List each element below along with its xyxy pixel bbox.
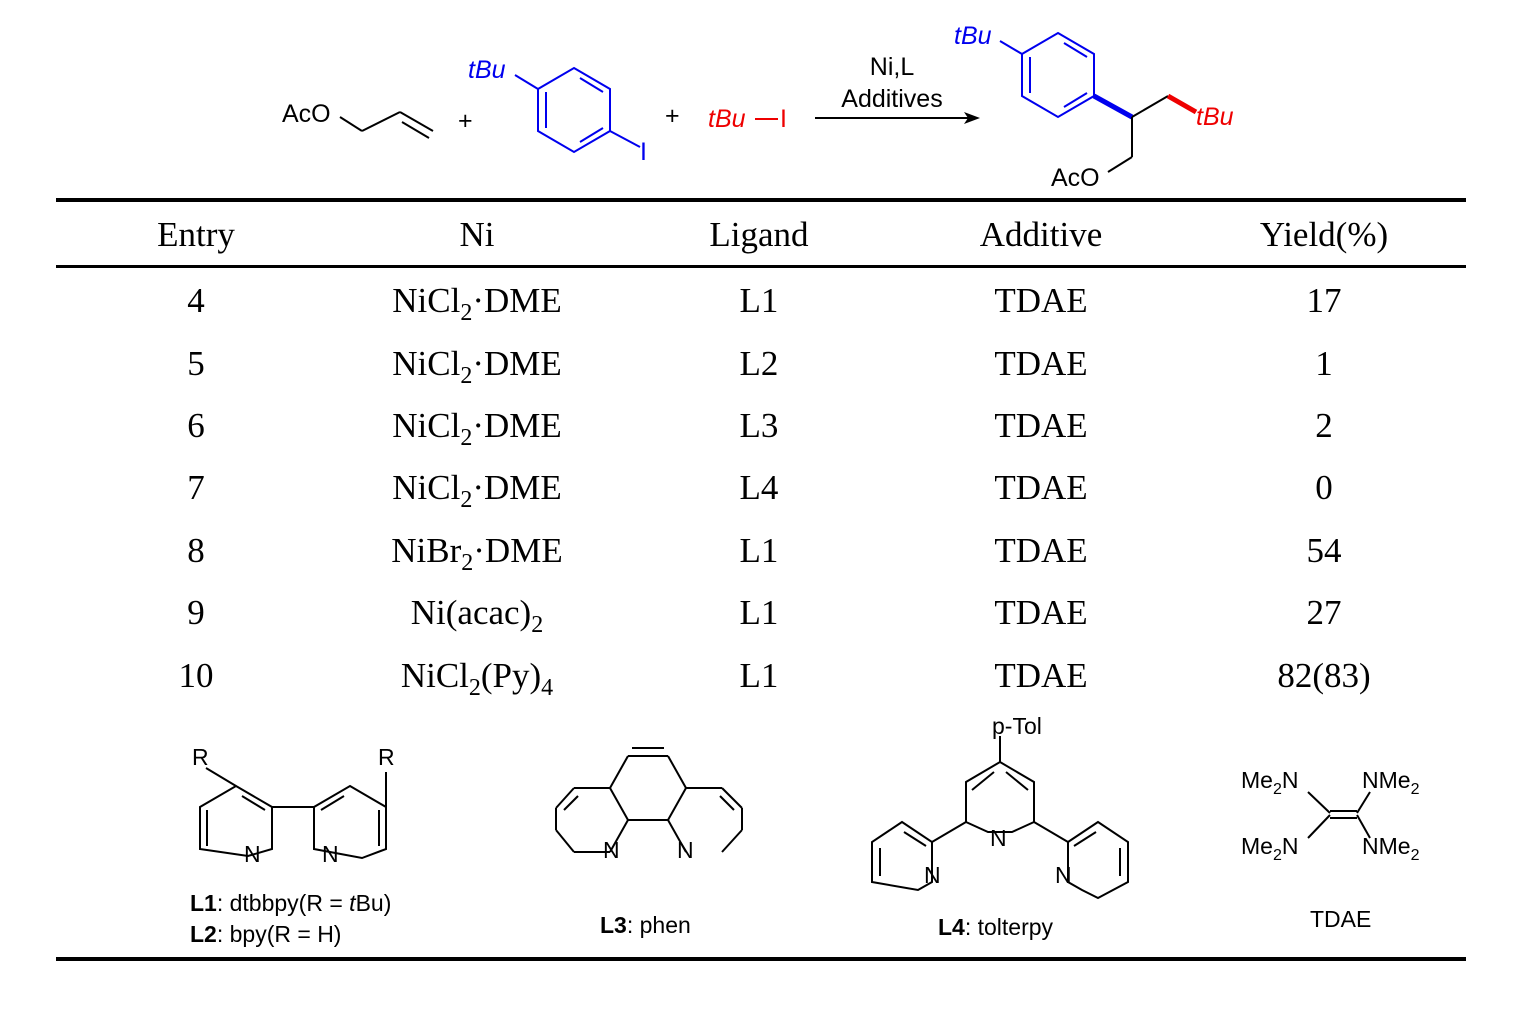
table-row: 6 NiCl2·DME L3 TDAE 2 [56,395,1466,457]
phen-structure [555,747,743,853]
reaction-scheme: AcO + tBu I + tBu I Ni,L Additives [282,22,1234,192]
cell-ni: NiCl2·DME [392,343,562,389]
table-body: 4 NiCl2·DME L1 TDAE 17 5 NiCl2·DME L2 TD… [56,267,1466,707]
terpy-n-mid: N [990,825,1007,851]
cell-entry: 8 [187,530,205,570]
terpy-n-right: N [1055,862,1072,888]
bpy-caption-2: L2: bpy(R = H) [190,921,341,947]
product-aco-label: AcO [1051,164,1100,192]
alkyl-iodine-label: I [780,105,787,133]
cell-ni: NiCl2(Py)4 [400,655,554,701]
cell-additive: TDAE [994,343,1088,383]
plus-sign-2: + [665,102,680,130]
terpy-top-label: p-Tol [992,713,1042,739]
cell-entry: 7 [187,468,205,508]
phen-n-right: N [677,837,694,863]
cell-entry: 4 [187,281,205,321]
cell-ni: NiCl2·DME [392,281,562,327]
table-header-rule [56,265,1466,268]
tdae-bottom-left: Me2N [1241,833,1298,864]
cell-ni: NiBr2·DME [391,530,563,576]
bpy-caption-1: L1: dtbbpy(R = tBu) [190,890,391,916]
cell-yield: 27 [1306,593,1342,633]
cell-additive: TDAE [994,405,1088,445]
bpy-n-right: N [322,841,339,867]
cell-ligand: L1 [739,281,779,321]
cell-yield: 17 [1306,281,1342,321]
tdae-structure [1307,791,1371,839]
phen-n-left: N [603,837,620,863]
terpy-n-left: N [924,862,941,888]
allyl-chain [339,111,434,139]
bpy-structure [199,767,387,860]
product-alkyl-bond [1166,93,1198,115]
cell-additive: TDAE [994,530,1088,570]
cell-yield: 82(83) [1277,655,1371,695]
bpy-n-left: N [244,841,261,867]
cell-ni: Ni(acac)2 [410,593,544,639]
cell-ni: NiCl2·DME [392,468,562,514]
product-backbone [1107,95,1169,173]
table-row: 5 NiCl2·DME L2 TDAE 1 [56,332,1466,394]
cell-additive: TDAE [994,468,1088,508]
table-row: 4 NiCl2·DME L1 TDAE 17 [56,270,1466,332]
header-additive: Additive [979,215,1103,254]
phen-caption: L3: phen [600,912,691,938]
table-row: 10 NiCl2(Py)4 L1 TDAE 82(83) [56,644,1466,706]
table-top-rule [56,198,1466,202]
cell-ligand: L1 [739,530,779,570]
header-yield: Yield(%) [1259,215,1389,254]
terpy-caption: L4: tolterpy [938,914,1054,940]
tdae-top-right: NMe2 [1362,767,1420,798]
cell-ligand: L1 [739,593,779,633]
cell-additive: TDAE [994,593,1088,633]
cell-entry: 9 [187,593,205,633]
table-bottom-rule [56,957,1466,961]
cell-ligand: L3 [739,405,779,445]
product-alkyl-tbu-label: tBu [1196,103,1234,131]
table-row: 9 Ni(acac)2 L1 TDAE 27 [56,582,1466,644]
table-header-row: Entry Ni Ligand Additive Yield(%) [56,203,1466,267]
table-row: 8 NiBr2·DME L1 TDAE 54 [56,520,1466,582]
conditions-line-2: Additives [841,85,942,113]
cell-yield: 54 [1306,530,1342,570]
terpy-structure [871,736,1129,900]
aryl-iodine-label: I [640,138,647,166]
cell-additive: TDAE [994,281,1088,321]
cell-yield: 1 [1315,343,1333,383]
bpy-r-left: R [192,744,209,770]
cell-entry: 10 [178,655,214,695]
product-aryl-bond [1092,93,1134,120]
table-row: 7 NiCl2·DME L4 TDAE 0 [56,457,1466,519]
reaction-arrow [815,112,980,124]
header-ni: Ni [459,215,495,254]
header-entry: Entry [157,215,235,254]
header-ligand: Ligand [709,215,809,254]
cell-ligand: L1 [739,655,779,695]
aryl-tbu-label: tBu [468,56,506,84]
tdae-caption: TDAE [1310,906,1371,932]
results-table: Entry Ni Ligand Additive Yield(%) 4 NiCl… [56,203,1466,707]
cell-entry: 6 [187,405,205,445]
aryl-iodide [514,66,641,154]
cell-yield: 2 [1315,405,1333,445]
ligand-structures: R R N N L1: dtbbpy(R = tBu) L2: bpy(R = … [190,713,1420,947]
tdae-top-left: Me2N [1241,767,1298,798]
cell-yield: 0 [1315,468,1333,508]
cell-entry: 5 [187,343,205,383]
alkyl-tbu-label: tBu [708,105,746,133]
product-aryl-tbu-label: tBu [954,22,992,50]
product-aryl-ring [999,31,1095,119]
conditions-line-1: Ni,L [870,53,915,81]
plus-sign-1: + [458,107,473,135]
bpy-r-right: R [378,744,395,770]
allyl-aco-label: AcO [282,100,331,128]
cell-ligand: L2 [739,343,779,383]
cell-ligand: L4 [739,468,779,508]
tdae-bottom-right: NMe2 [1362,833,1420,864]
cell-additive: TDAE [994,655,1088,695]
cell-ni: NiCl2·DME [392,405,562,451]
